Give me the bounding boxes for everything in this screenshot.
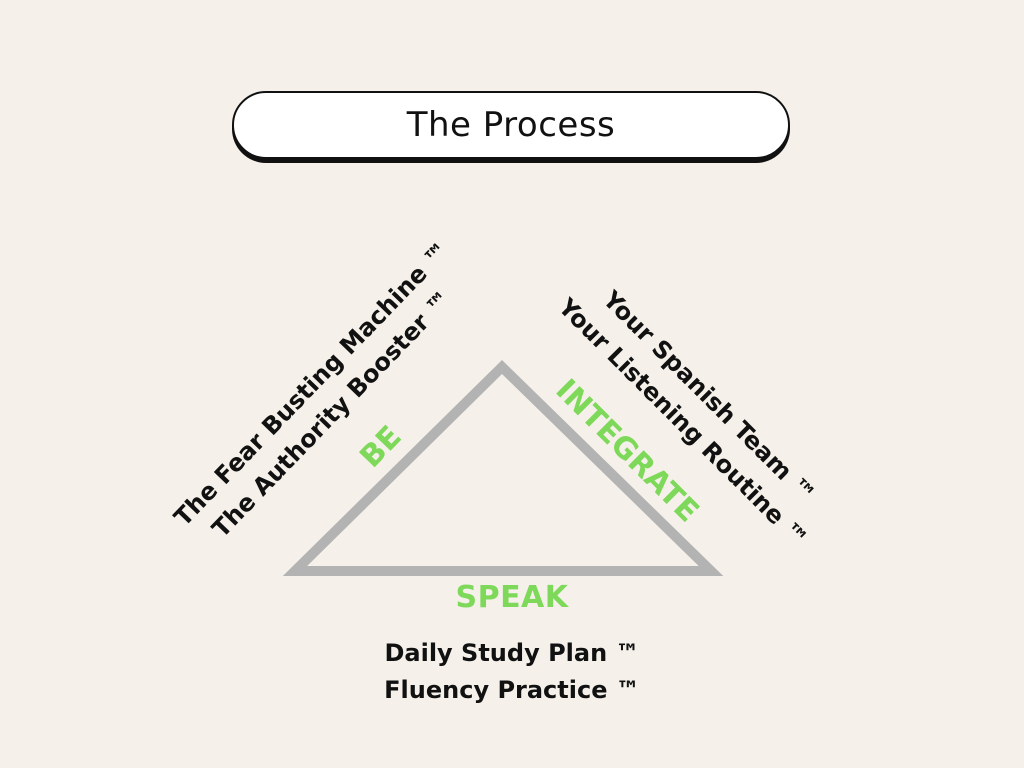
bottom-item-1: Daily Study Plan ™ — [384, 639, 640, 667]
page-title: The Process — [406, 105, 616, 145]
speak-label: SPEAK — [455, 580, 569, 615]
title-pill: The Process — [232, 91, 790, 159]
bottom-item-2: Fluency Practice ™ — [384, 676, 640, 704]
triangle-outline — [282, 359, 724, 576]
